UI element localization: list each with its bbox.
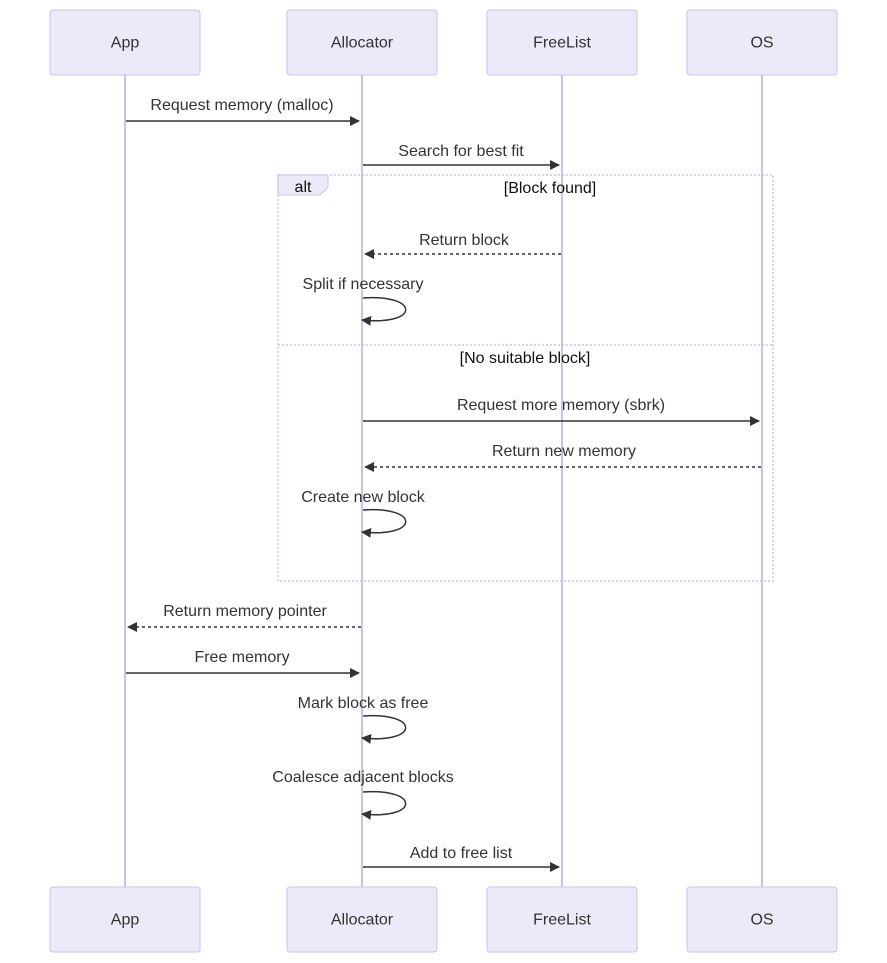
actor-label: App [111,35,140,52]
message-label: Mark block as free [298,695,429,712]
message-create-new-block: Create new block [301,489,426,538]
actor-os-bottom: OS [686,886,838,953]
actor-app-bottom: App [49,886,201,953]
lifelines [124,75,763,887]
actor-label: FreeList [533,912,591,929]
actor-allocator-top: Allocator [286,9,438,76]
alt-frame-tag [277,174,329,196]
actor-box [486,9,638,76]
actors-top: App Allocator FreeList OS [49,9,838,76]
message-request-memory: Request memory (malloc) [126,97,360,126]
actor-box [486,886,638,953]
message-free-memory: Free memory [126,649,360,678]
message-label: Create new block [301,489,426,506]
actor-os-top: OS [686,9,838,76]
actor-box [49,9,201,76]
alt-frame-label: alt [295,179,312,196]
message-self-arrow [361,790,407,820]
message-label: Search for best fit [398,143,524,160]
message-self-arrow [361,714,407,744]
actor-label: FreeList [533,35,591,52]
message-label: Coalesce adjacent blocks [272,769,453,786]
message-label: Request memory (malloc) [150,97,333,114]
actor-allocator-bottom: Allocator [286,886,438,953]
message-self-arrow [361,508,407,538]
actor-box [686,9,838,76]
actor-box [286,9,438,76]
actor-box [286,886,438,953]
actor-label: OS [750,912,773,929]
actor-box [49,886,201,953]
alt-frame-border [277,174,774,582]
message-label: Request more memory (sbrk) [457,397,665,414]
message-label: Return memory pointer [163,603,327,620]
message-label: Split if necessary [303,276,424,293]
alt-condition-first: [Block found] [504,180,597,197]
alt-condition-second: [No suitable block] [460,350,591,367]
message-search-best-fit: Search for best fit [363,143,560,170]
message-label: Return new memory [492,443,636,460]
message-return-memory-pointer: Return memory pointer [127,603,361,632]
alt-frame: alt [Block found] [No suitable block] [277,174,774,582]
messages: Request memory (malloc) Search for best … [126,97,761,872]
actor-label: Allocator [331,912,394,929]
actor-label: App [111,912,140,929]
actor-freelist-top: FreeList [486,9,638,76]
message-label: Return block [419,232,510,249]
message-label: Free memory [194,649,289,666]
actor-label: OS [750,35,773,52]
message-split-if-necessary: Split if necessary [303,276,424,326]
actor-label: Allocator [331,35,394,52]
message-return-new-memory: Return new memory [364,443,761,472]
actor-app-top: App [49,9,201,76]
actor-box [686,886,838,953]
message-return-block: Return block [364,232,561,259]
message-label: Add to free list [410,845,513,862]
actor-freelist-bottom: FreeList [486,886,638,953]
message-mark-block-free: Mark block as free [298,695,429,744]
message-request-more-memory: Request more memory (sbrk) [363,397,760,426]
message-add-to-free-list: Add to free list [363,845,560,872]
message-self-arrow [361,296,407,326]
actors-bottom: App Allocator FreeList OS [49,886,838,953]
message-coalesce-blocks: Coalesce adjacent blocks [272,769,454,820]
